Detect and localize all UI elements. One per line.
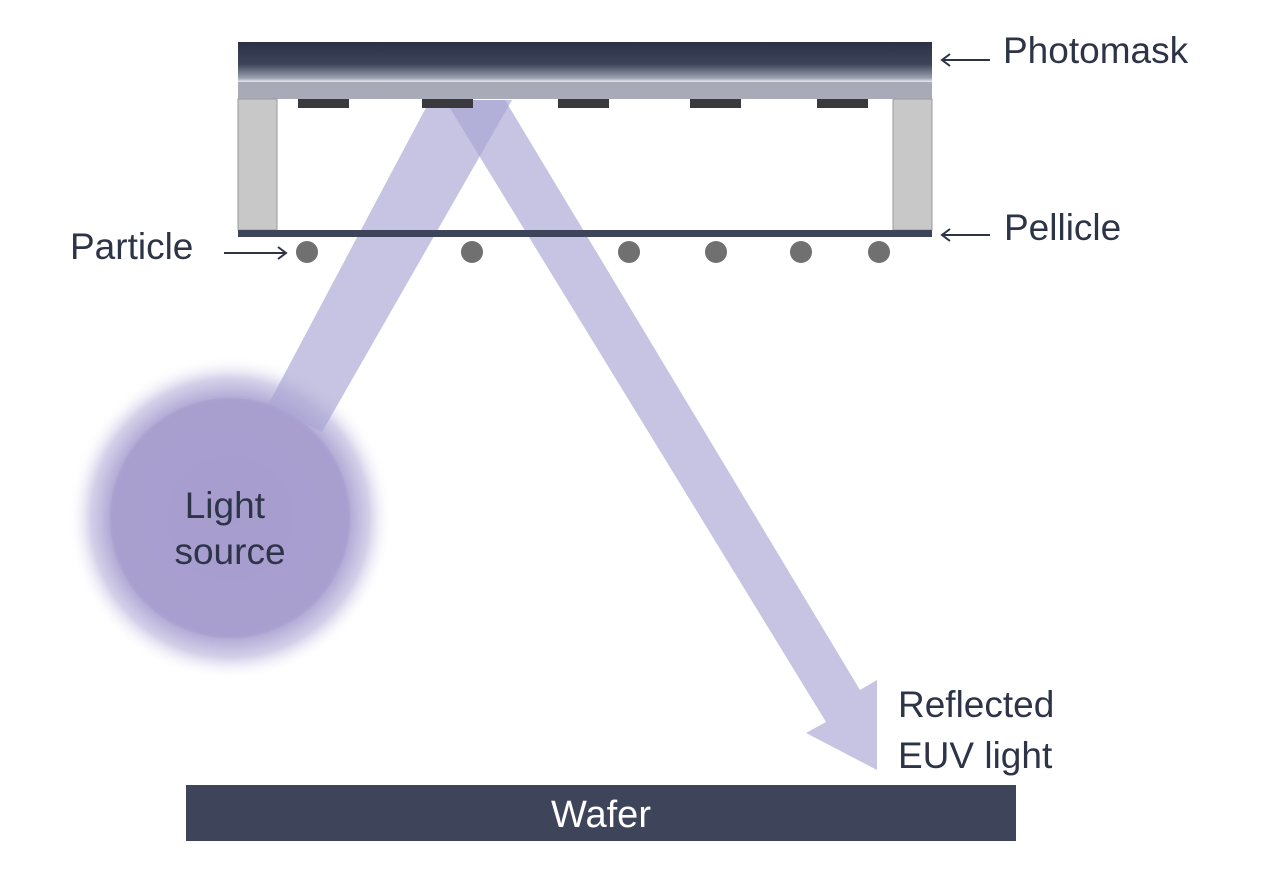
pellicle-arrow (940, 228, 990, 242)
photomask-label: Photomask (1003, 30, 1189, 71)
particle (790, 241, 812, 263)
pellicle-frame-right (892, 98, 933, 231)
particle (461, 241, 483, 263)
wafer-label: Wafer (551, 794, 651, 836)
light-source-label-line1: Light (185, 485, 266, 526)
wafer (186, 785, 1016, 841)
incident-beam (268, 100, 512, 432)
particle (296, 241, 318, 263)
reflected-light-label-line2: EUV light (898, 735, 1053, 776)
particle-arrow (224, 246, 288, 260)
pellicle-label: Pellicle (1004, 207, 1121, 248)
reflected-light-label: Reflected EUV light (898, 684, 1065, 776)
particle-label: Particle (70, 226, 193, 267)
light-source-label-line2: source (174, 531, 285, 572)
light-source-label: Light source (174, 485, 285, 572)
pellicle (238, 230, 932, 237)
photomask-arrow (940, 53, 990, 67)
absorber (690, 99, 741, 108)
absorber (422, 99, 473, 108)
particles (296, 241, 890, 263)
reflected-light-label-line1: Reflected (898, 684, 1054, 725)
reflected-beam (445, 100, 877, 770)
absorber (298, 99, 349, 108)
absorber (558, 99, 609, 108)
particle (868, 241, 890, 263)
pellicle-frame-left (237, 98, 278, 231)
photomask (238, 42, 932, 82)
photomask-plate (238, 82, 932, 99)
light-source-core (110, 398, 350, 638)
particle (618, 241, 640, 263)
absorber-patterns (298, 99, 868, 108)
particle (705, 241, 727, 263)
absorber (817, 99, 868, 108)
